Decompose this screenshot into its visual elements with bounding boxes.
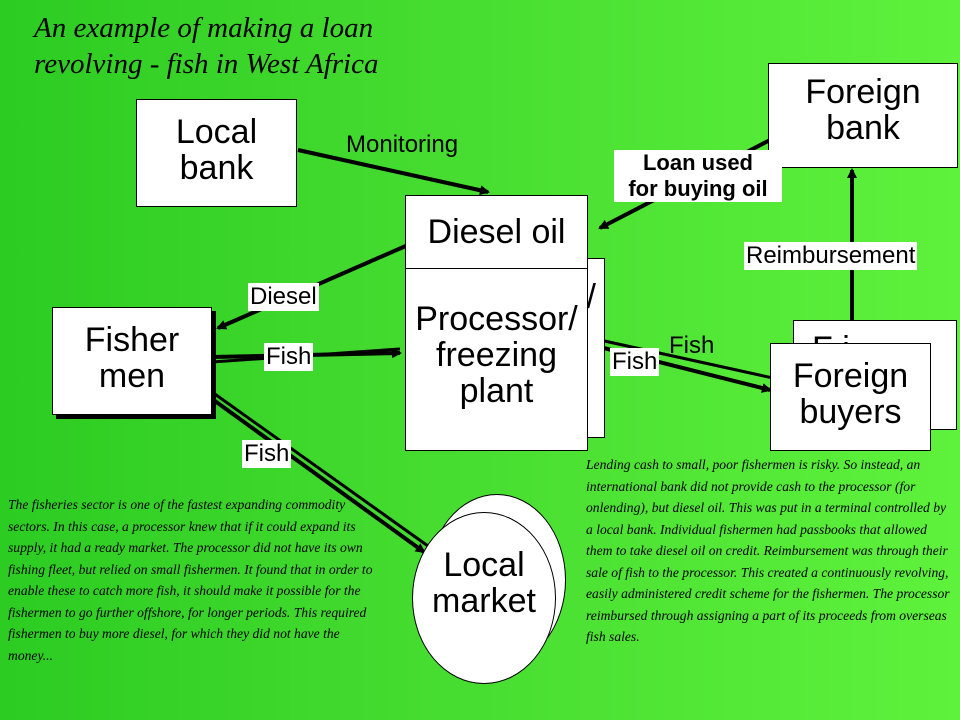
local-bank-box: Local bank [136, 99, 297, 207]
foreign-buyers-box: Foreign buyers [770, 343, 931, 451]
label-reimbursement: Reimbursement [744, 242, 918, 270]
slide-title: An example of making a loan revolving - … [34, 12, 379, 80]
label-monitoring: Monitoring [346, 131, 459, 158]
local-market-circle: Local market [412, 512, 556, 684]
foreign-bank-box: Foreign bank [768, 63, 958, 168]
right-note: Lending cash to small, poor fishermen is… [586, 457, 950, 644]
arrow-monitoring [297, 148, 490, 196]
label-fish-processor: Fish [264, 343, 314, 371]
diesel-oil-box: Diesel oil [405, 195, 588, 269]
arrow-fish-to-market [206, 394, 426, 554]
left-note: The fisheries sector is one of the faste… [8, 497, 373, 663]
processor-box: Processor/ freezing plant [405, 268, 588, 451]
label-diesel: Diesel [248, 283, 319, 311]
label-fish-buyers-back: Fish [669, 332, 715, 359]
fishermen-box: Fisher men [52, 307, 212, 415]
label-loan-used: Loan used for buying oil [614, 150, 782, 202]
label-fish-market: Fish [242, 440, 292, 468]
label-fish-buyers: Fish [610, 348, 660, 376]
